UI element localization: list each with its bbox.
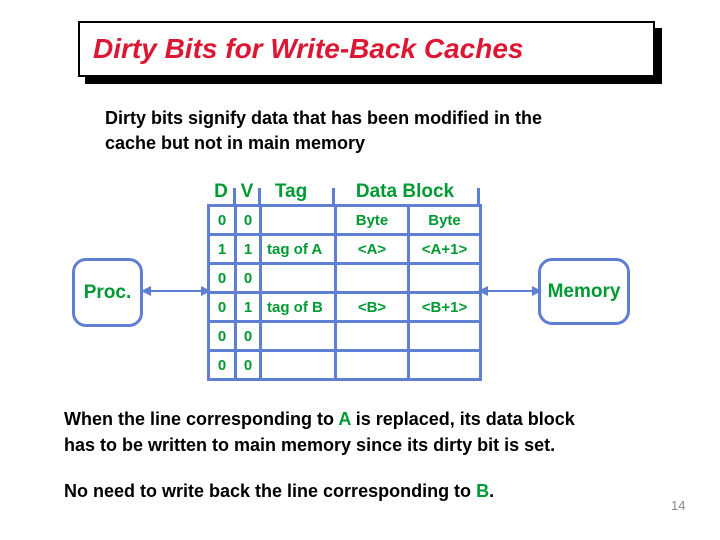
table-cell <box>337 265 407 291</box>
table-cell: Byte <box>337 207 407 233</box>
highlight-b: B <box>476 481 490 501</box>
intro-line: Dirty bits signify data that has been mo… <box>105 108 543 128</box>
note-text: No need to write back the line correspon… <box>64 481 477 501</box>
table-cell: 1 <box>210 236 234 262</box>
processor-box: Proc. <box>72 258 143 327</box>
note-text: is replaced, its data block <box>350 409 575 429</box>
column-header-tag: Tag <box>274 181 308 202</box>
table-cell: 1 <box>237 236 259 262</box>
note-text-line2: has to be written to main memory since i… <box>64 435 556 455</box>
table-cell <box>410 265 479 291</box>
table-cell <box>262 207 334 233</box>
proc-cache-arrow <box>141 286 211 296</box>
table-cell <box>337 323 407 349</box>
table-cell: 1 <box>237 294 259 320</box>
intro-text: Dirty bits signify data that has been mo… <box>105 106 542 156</box>
table-cell: 0 <box>237 265 259 291</box>
table-cell: 0 <box>210 265 234 291</box>
header-divider-tick <box>258 188 261 204</box>
header-divider-tick <box>332 188 335 204</box>
header-divider-tick <box>477 188 480 204</box>
title-box: Dirty Bits for Write-Back Caches <box>78 21 655 77</box>
table-cell: tag of B <box>262 294 334 320</box>
table-cell: <B+1> <box>410 294 479 320</box>
table-cell: Byte <box>410 207 479 233</box>
table-cell: <A> <box>337 236 407 262</box>
table-cell: 0 <box>210 294 234 320</box>
table-cell <box>337 352 407 378</box>
note-text: . <box>489 481 495 501</box>
table-cell: tag of A <box>262 236 334 262</box>
memory-box: Memory <box>538 258 630 325</box>
note-replace-a: When the line corresponding to A is repl… <box>64 406 674 458</box>
table-cell <box>262 265 334 291</box>
table-cell: 0 <box>210 352 234 378</box>
table-cell <box>410 352 479 378</box>
table-cell: 0 <box>237 207 259 233</box>
processor-label: Proc. <box>83 281 132 303</box>
table-cell: 0 <box>237 323 259 349</box>
table-cell <box>410 323 479 349</box>
table-cell <box>262 352 334 378</box>
table-cell: 0 <box>210 323 234 349</box>
column-header-v: V <box>240 181 254 202</box>
note-no-writeback-b: No need to write back the line correspon… <box>64 478 674 504</box>
highlight-a: A <box>338 409 351 429</box>
column-header-data-block: Data Block <box>355 181 455 202</box>
table-cell: 0 <box>210 207 234 233</box>
page-number: 14 <box>671 498 686 513</box>
intro-line: cache but not in main memory <box>105 133 366 153</box>
cache-memory-arrow <box>478 286 542 296</box>
memory-label: Memory <box>547 280 621 302</box>
cache-table: 0 0 Byte Byte 1 1 tag of A <A> <A+1> 0 0… <box>207 204 482 381</box>
column-header-d: D <box>214 181 228 202</box>
page-title: Dirty Bits for Write-Back Caches <box>93 33 524 64</box>
table-cell: 0 <box>237 352 259 378</box>
table-cell <box>262 323 334 349</box>
table-cell: <A+1> <box>410 236 479 262</box>
header-divider-tick <box>233 188 236 204</box>
note-text: When the line corresponding to <box>64 409 339 429</box>
table-cell: <B> <box>337 294 407 320</box>
